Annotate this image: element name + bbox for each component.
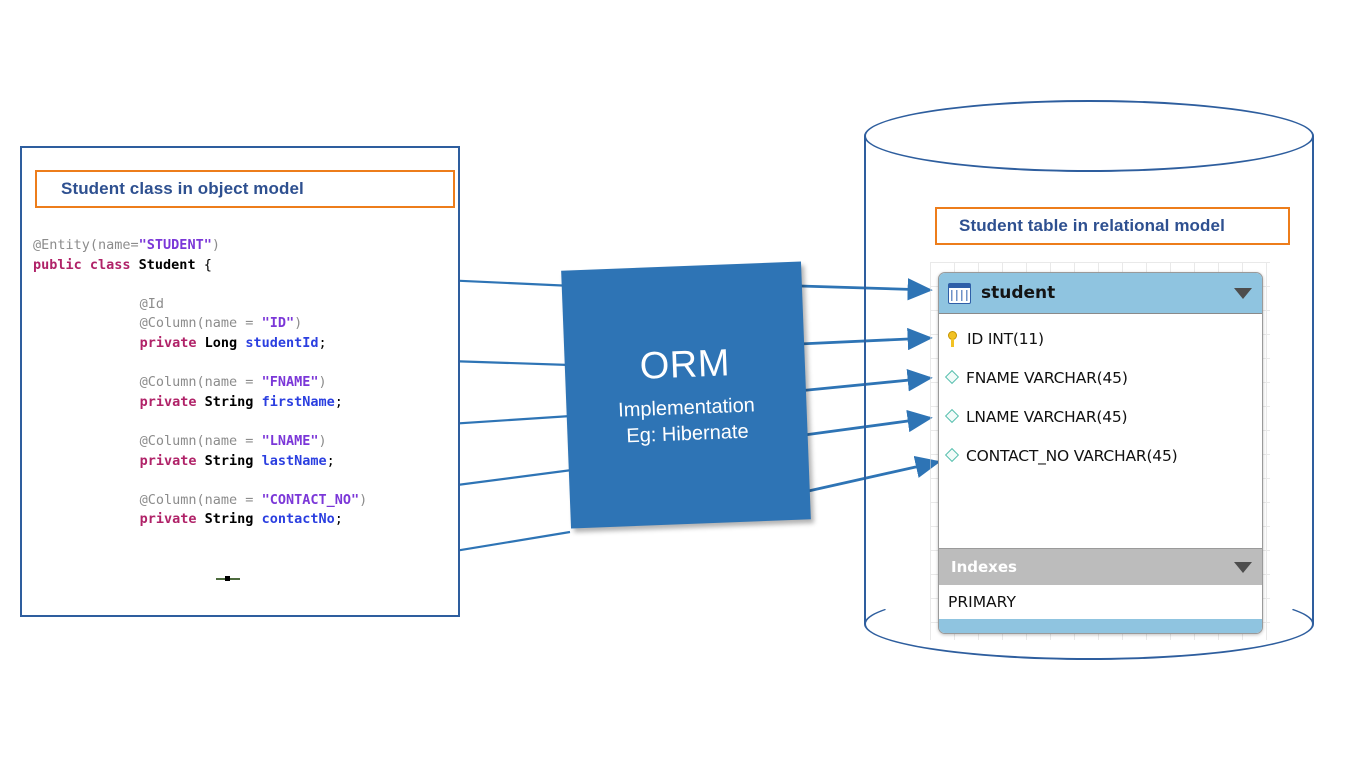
object-model-title-label: Student class in object model <box>35 170 455 208</box>
code-token: private <box>139 334 205 351</box>
code-line: @Column(name = "FNAME") <box>33 373 367 393</box>
database-cylinder <box>864 100 1314 660</box>
indexes-section-label: Indexes <box>951 558 1017 576</box>
table-name: student <box>981 283 1056 303</box>
code-token: @Column(name = <box>139 432 262 449</box>
table-row[interactable]: FNAME VARCHAR(45) <box>939 358 1262 397</box>
code-token: Long <box>204 334 246 351</box>
code-token <box>33 276 41 292</box>
code-token: "STUDENT" <box>138 237 212 253</box>
index-row[interactable]: PRIMARY <box>939 585 1262 620</box>
table-row[interactable]: ID INT(11) <box>939 319 1262 358</box>
column-name: CONTACT_NO VARCHAR(45) <box>966 446 1178 465</box>
code-token <box>33 472 41 488</box>
code-line: private String contactNo; <box>33 510 367 530</box>
code-token: "LNAME" <box>261 432 319 449</box>
code-token: @Entity(name= <box>33 237 139 253</box>
code-token: ) <box>318 432 327 449</box>
java-entity-code: @Entity(name="STUDENT")public class Stud… <box>33 236 367 530</box>
orm-title: ORM <box>638 341 731 388</box>
code-token: ; <box>318 334 327 351</box>
relational-model-title-label: Student table in relational model <box>935 207 1290 245</box>
code-line: @Column(name = "LNAME") <box>33 432 367 452</box>
chevron-down-icon[interactable] <box>1234 287 1252 299</box>
table-row[interactable]: LNAME VARCHAR(45) <box>939 397 1262 436</box>
cylinder-bottom-ellipse <box>864 588 1314 660</box>
code-token: studentId <box>245 334 319 351</box>
code-token: public class <box>33 256 139 273</box>
code-token: ; <box>334 393 343 410</box>
student-table-widget[interactable]: student ID INT(11) FNAME VARCHAR(45) LNA… <box>938 272 1263 634</box>
code-token: private <box>139 393 205 410</box>
code-line: @Column(name = "CONTACT_NO") <box>33 491 368 511</box>
code-token <box>33 413 41 429</box>
code-token: String <box>204 511 262 528</box>
code-line: private Long studentId; <box>33 334 367 354</box>
code-token: @Column(name = <box>139 491 262 508</box>
code-token: private <box>139 511 205 528</box>
table-header[interactable]: student <box>939 273 1262 314</box>
indexes-section-header[interactable]: Indexes <box>939 548 1262 586</box>
table-icon <box>948 282 971 304</box>
orm-subtitle-line2: Eg: Hibernate <box>625 420 749 447</box>
orm-box: ORM Implementation Eg: Hibernate <box>561 261 811 529</box>
code-token: ; <box>334 511 343 528</box>
cylinder-body <box>864 136 1314 624</box>
code-line: @Entity(name="STUDENT") <box>33 236 367 256</box>
code-token: contactNo <box>261 511 335 528</box>
code-token: "ID" <box>261 315 295 332</box>
code-token: @Column(name = <box>139 315 262 332</box>
column-diamond-icon <box>945 409 961 425</box>
code-token: "CONTACT_NO" <box>261 491 360 508</box>
table-row[interactable]: CONTACT_NO VARCHAR(45) <box>939 436 1262 475</box>
code-token: private <box>139 452 205 469</box>
column-diamond-icon <box>945 448 961 464</box>
code-token: lastName <box>261 452 327 469</box>
column-diamond-icon <box>945 370 961 386</box>
index-name: PRIMARY <box>948 593 1016 611</box>
cylinder-bottom-marker <box>216 576 240 581</box>
column-name: FNAME VARCHAR(45) <box>966 368 1128 387</box>
code-line <box>33 412 367 432</box>
code-token: ) <box>359 491 368 508</box>
object-model-panel <box>20 146 460 617</box>
code-line: @Column(name = "ID") <box>33 314 367 334</box>
code-token: Student <box>138 256 196 273</box>
table-columns-list: ID INT(11) FNAME VARCHAR(45) LNAME VARCH… <box>939 314 1262 542</box>
object-model-title-text: Student class in object model <box>61 179 304 198</box>
code-token: String <box>204 452 262 469</box>
code-token <box>33 355 41 371</box>
code-token: "FNAME" <box>261 374 319 391</box>
table-footer-bar <box>939 619 1262 633</box>
column-name: LNAME VARCHAR(45) <box>966 407 1128 426</box>
cylinder-top-ellipse <box>864 100 1314 172</box>
code-token: ) <box>294 315 303 332</box>
code-line: private String firstName; <box>33 393 367 413</box>
code-line: public class Student { <box>33 256 367 276</box>
code-token: ) <box>318 374 327 391</box>
code-line: private String lastName; <box>33 452 367 472</box>
code-token: String <box>204 393 262 410</box>
chevron-down-icon[interactable] <box>1234 561 1252 573</box>
code-token: ) <box>211 237 220 253</box>
code-line <box>33 354 367 374</box>
code-token: @Id <box>139 295 165 312</box>
code-token: { <box>195 256 212 273</box>
code-token: ; <box>326 452 335 469</box>
code-line: @Id <box>33 295 367 315</box>
code-token: firstName <box>261 393 335 410</box>
column-name: ID INT(11) <box>967 329 1044 348</box>
code-line <box>33 275 367 295</box>
code-line <box>33 471 367 491</box>
code-token: @Column(name = <box>139 374 262 391</box>
relational-model-title-text: Student table in relational model <box>959 216 1225 235</box>
primary-key-icon <box>945 330 961 348</box>
